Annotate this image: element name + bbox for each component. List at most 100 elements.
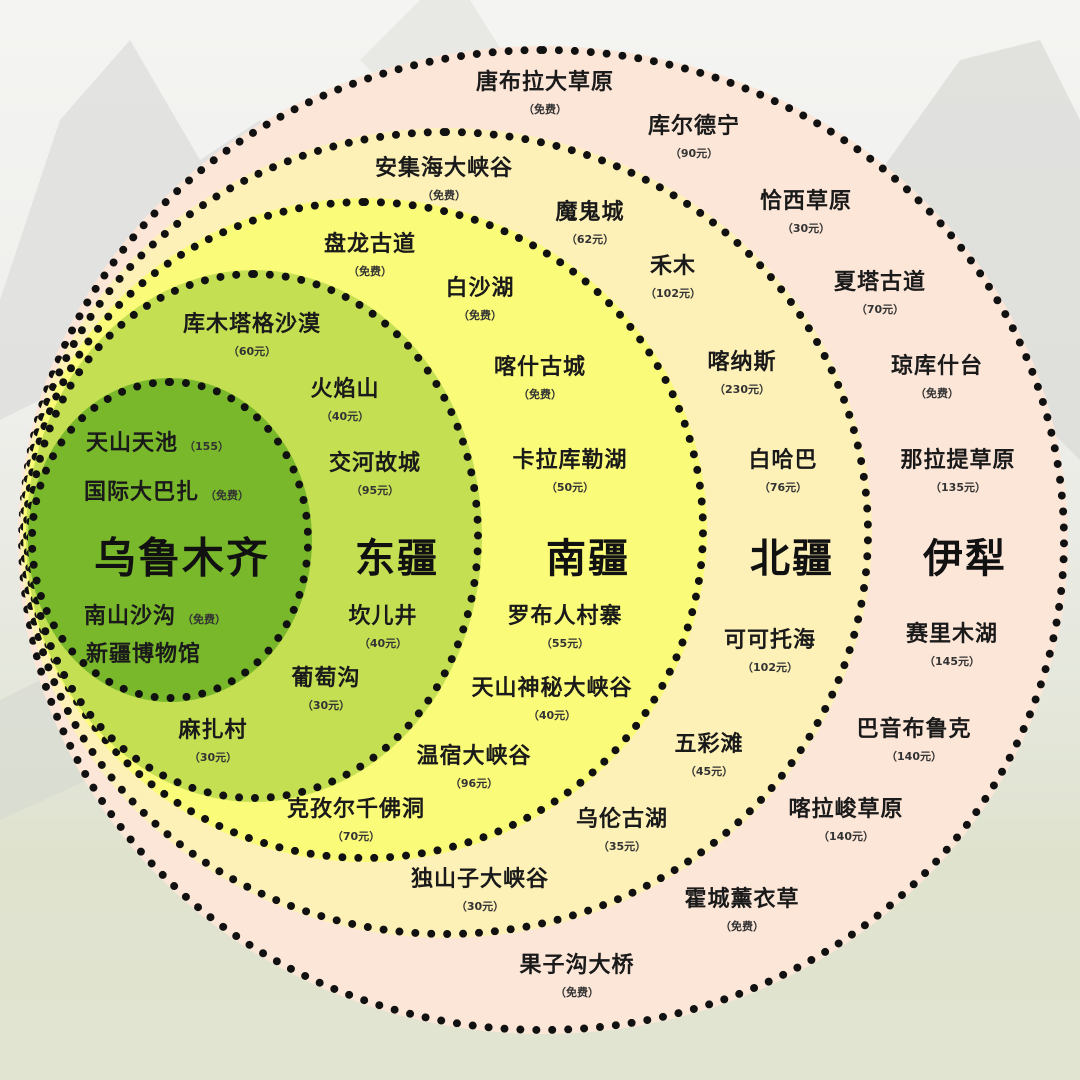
attraction-name: 南山沙沟 bbox=[84, 604, 177, 629]
attraction-bayanbulak: 巴音布鲁克（140元） bbox=[856, 717, 971, 765]
attraction-devil-city: 魔鬼城 （62元） bbox=[555, 200, 624, 248]
attraction-name: 魔鬼城 bbox=[555, 200, 625, 225]
attraction-jiaohe-ruins: 交河故城 （95元） bbox=[329, 451, 421, 499]
attraction-name: 恰西草原 bbox=[759, 189, 853, 214]
attraction-price: （40元） bbox=[320, 410, 370, 423]
attraction-grape-valley: 葡萄沟 （30元） bbox=[291, 666, 360, 714]
attraction-price: （95元） bbox=[350, 484, 400, 497]
attraction-price: （免费） bbox=[347, 265, 392, 278]
attraction-price: （40元） bbox=[358, 637, 408, 650]
attraction-name: 喀纳斯 bbox=[707, 350, 777, 375]
region-title-beijiang: 北疆 bbox=[750, 536, 834, 582]
attraction-price: （35元） bbox=[597, 840, 647, 853]
attraction-price: （55元） bbox=[540, 637, 590, 650]
attraction-price: （62元） bbox=[565, 233, 615, 246]
attraction-ulungur-lake: 乌伦古湖 （35元） bbox=[576, 807, 668, 855]
attraction-name: 夏塔古道 bbox=[833, 270, 927, 295]
attraction-dushanzi-canyon: 独山子大峡谷 （30元） bbox=[411, 867, 549, 915]
attraction-price: （免费） bbox=[182, 613, 227, 626]
attraction-colorful-beach: 五彩滩（45元） bbox=[674, 732, 743, 780]
attraction-price: （140元） bbox=[818, 830, 874, 843]
attraction-name: 喀什古城 bbox=[493, 355, 587, 380]
attraction-baihaba: 白哈巴 （76元） bbox=[748, 448, 817, 496]
attraction-price: （免费） bbox=[421, 189, 466, 202]
attraction-xinjiang-museum: 新疆博物馆 bbox=[86, 636, 201, 668]
attraction-name: 可可托海 bbox=[723, 628, 817, 653]
attraction-price: （230元） bbox=[714, 383, 770, 396]
attraction-name: 库木塔格沙漠 bbox=[182, 312, 322, 337]
ring-urumqi bbox=[28, 378, 312, 702]
attraction-price: （102元） bbox=[645, 287, 701, 300]
attraction-nalati-grassland: 那拉提草原 （135元） bbox=[900, 448, 1015, 496]
attraction-hemu: 禾木 （102元） bbox=[645, 254, 701, 302]
attraction-panlong-road: 盘龙古道（免费） bbox=[324, 232, 416, 280]
attraction-price: （76元） bbox=[758, 481, 808, 494]
attraction-flaming-mountains: 火焰山 （40元） bbox=[310, 377, 379, 425]
attraction-name: 天山天池 bbox=[86, 431, 179, 456]
attraction-name: 唐布拉大草原 bbox=[475, 70, 615, 95]
attraction-name: 乌伦古湖 bbox=[575, 807, 669, 832]
attraction-name: 独山子大峡谷 bbox=[410, 867, 550, 892]
attraction-name: 卡拉库勒湖 bbox=[512, 448, 628, 473]
attraction-name: 白哈巴 bbox=[748, 448, 818, 473]
attraction-price: （40元） bbox=[527, 709, 577, 722]
attraction-price: （70元） bbox=[855, 303, 905, 316]
attraction-name: 白沙湖 bbox=[445, 276, 515, 301]
attraction-price: （155） bbox=[184, 440, 229, 453]
attraction-name: 喀拉峻草原 bbox=[788, 797, 904, 822]
attraction-price: （免费） bbox=[914, 387, 959, 400]
attraction-price: （30元） bbox=[455, 900, 505, 913]
attraction-price: （免费） bbox=[719, 920, 764, 933]
attraction-koktokay: 可可托海 （102元） bbox=[724, 628, 816, 676]
attraction-huocheng-lavender: 霍城薰衣草 （免费） bbox=[684, 887, 799, 935]
attraction-price: （135元） bbox=[930, 481, 986, 494]
attraction-mazar-village: 麻扎村（30元） bbox=[178, 718, 247, 766]
region-title-nanjiang: 南疆 bbox=[546, 536, 630, 582]
region-title-dongjiang: 东疆 bbox=[355, 536, 439, 582]
attraction-price: （90元） bbox=[669, 147, 719, 160]
attraction-price: （45元） bbox=[684, 765, 734, 778]
attraction-name: 巴音布鲁克 bbox=[856, 717, 972, 742]
attraction-name: 霍城薰衣草 bbox=[684, 887, 800, 912]
attraction-name: 克孜尔千佛洞 bbox=[286, 797, 426, 822]
attraction-kizil-caves: 克孜尔千佛洞（70元） bbox=[287, 797, 425, 845]
attraction-tangbula-grassland: 唐布拉大草原 （免费） bbox=[476, 70, 614, 118]
attraction-kashgar-old-city: 喀什古城（免费） bbox=[494, 355, 586, 403]
attraction-nanshan-shagou: 南山沙沟 （免费） bbox=[84, 598, 226, 630]
attraction-price: （102元） bbox=[742, 661, 798, 674]
attraction-name: 火焰山 bbox=[310, 377, 380, 402]
attraction-name: 葡萄沟 bbox=[291, 666, 361, 691]
attraction-name: 麻扎村 bbox=[178, 718, 248, 743]
attraction-grand-bazaar: 国际大巴扎（免费） bbox=[84, 474, 249, 506]
attraction-karez-well: 坎儿井 （40元） bbox=[348, 604, 417, 652]
attraction-kumtag-desert: 库木塔格沙漠（60元） bbox=[183, 312, 321, 360]
attraction-karakul-lake: 卡拉库勒湖 （50元） bbox=[512, 448, 627, 496]
attraction-qiaxi-grassland: 恰西草原（30元） bbox=[760, 189, 852, 237]
attraction-baisha-lake: 白沙湖（免费） bbox=[445, 276, 514, 324]
attraction-anjihai-canyon: 安集海大峡谷 （免费） bbox=[375, 156, 513, 204]
attraction-name: 交河故城 bbox=[328, 451, 422, 476]
attraction-kalajun-grassland: 喀拉峻草原 （140元） bbox=[788, 797, 903, 845]
attraction-name: 那拉提草原 bbox=[900, 448, 1016, 473]
attraction-tianshan-tianchi: 天山天池 （155） bbox=[86, 425, 229, 457]
attraction-name: 坎儿井 bbox=[348, 604, 418, 629]
attraction-kanas: 喀纳斯 （230元） bbox=[707, 350, 776, 398]
attraction-kurdening: 库尔德宁 （90元） bbox=[648, 114, 740, 162]
attraction-price: （50元） bbox=[545, 481, 595, 494]
attraction-name: 安集海大峡谷 bbox=[374, 156, 514, 181]
attraction-guozigou-bridge: 果子沟大桥 （免费） bbox=[519, 953, 634, 1001]
attraction-price: （免费） bbox=[522, 103, 567, 116]
attraction-price: （145元） bbox=[924, 655, 980, 668]
attraction-name: 果子沟大桥 bbox=[519, 953, 635, 978]
attraction-name: 禾木 bbox=[649, 254, 696, 279]
attraction-price: （96元） bbox=[449, 777, 499, 790]
attraction-lop-nur-village: 罗布人村寨（55元） bbox=[507, 604, 622, 652]
attraction-qiongkushitai: 琼库什台（免费） bbox=[891, 354, 983, 402]
attraction-name: 新疆博物馆 bbox=[86, 642, 202, 667]
region-title-urumqi: 乌鲁木齐 bbox=[93, 533, 271, 583]
attraction-price: （免费） bbox=[554, 986, 599, 999]
attraction-name: 库尔德宁 bbox=[647, 114, 741, 139]
attraction-tianshan-mystery-canyon: 天山神秘大峡谷 （40元） bbox=[471, 676, 632, 724]
attraction-name: 天山神秘大峡谷 bbox=[471, 676, 633, 701]
attraction-price: （30元） bbox=[301, 699, 351, 712]
